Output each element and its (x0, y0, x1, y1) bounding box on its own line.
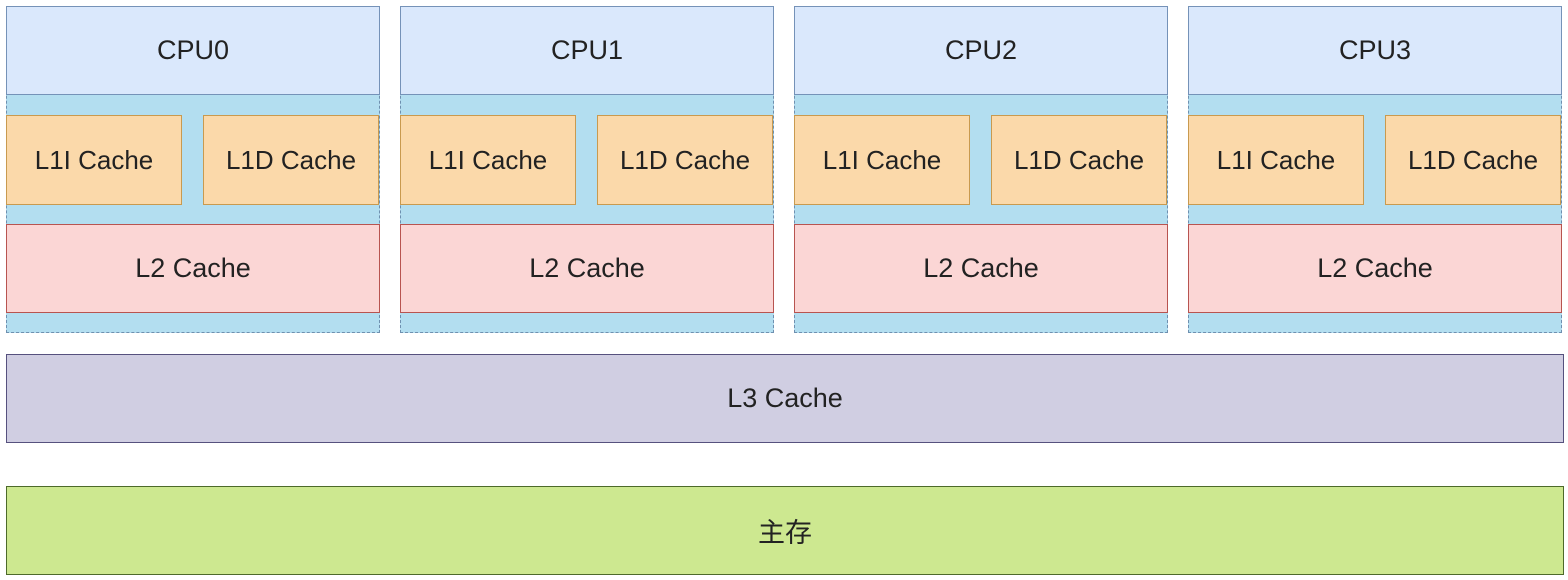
cpu-box: CPU1 (400, 6, 774, 95)
l2-cache-box: L2 Cache (6, 224, 380, 313)
core-group-1: CPU1 L1I Cache L1D Cache L2 Cache (400, 6, 774, 333)
l2-cache-box: L2 Cache (1188, 224, 1562, 313)
l1i-cache-box: L1I Cache (794, 115, 970, 205)
main-memory-box: 主存 (6, 486, 1564, 575)
l1d-cache-box: L1D Cache (1385, 115, 1561, 205)
core-group-0: CPU0 L1I Cache L1D Cache L2 Cache (6, 6, 380, 333)
core-group-2: CPU2 L1I Cache L1D Cache L2 Cache (794, 6, 1168, 333)
core-group-3: CPU3 L1I Cache L1D Cache L2 Cache (1188, 6, 1562, 333)
l1d-cache-box: L1D Cache (991, 115, 1167, 205)
l1d-cache-box: L1D Cache (597, 115, 773, 205)
cpu-box: CPU3 (1188, 6, 1562, 95)
cpu-box: CPU2 (794, 6, 1168, 95)
l3-cache-box: L3 Cache (6, 354, 1564, 443)
l1i-cache-box: L1I Cache (1188, 115, 1364, 205)
l1i-cache-box: L1I Cache (400, 115, 576, 205)
cpu-box: CPU0 (6, 6, 380, 95)
l2-cache-box: L2 Cache (400, 224, 774, 313)
l1d-cache-box: L1D Cache (203, 115, 379, 205)
l2-cache-box: L2 Cache (794, 224, 1168, 313)
l1i-cache-box: L1I Cache (6, 115, 182, 205)
